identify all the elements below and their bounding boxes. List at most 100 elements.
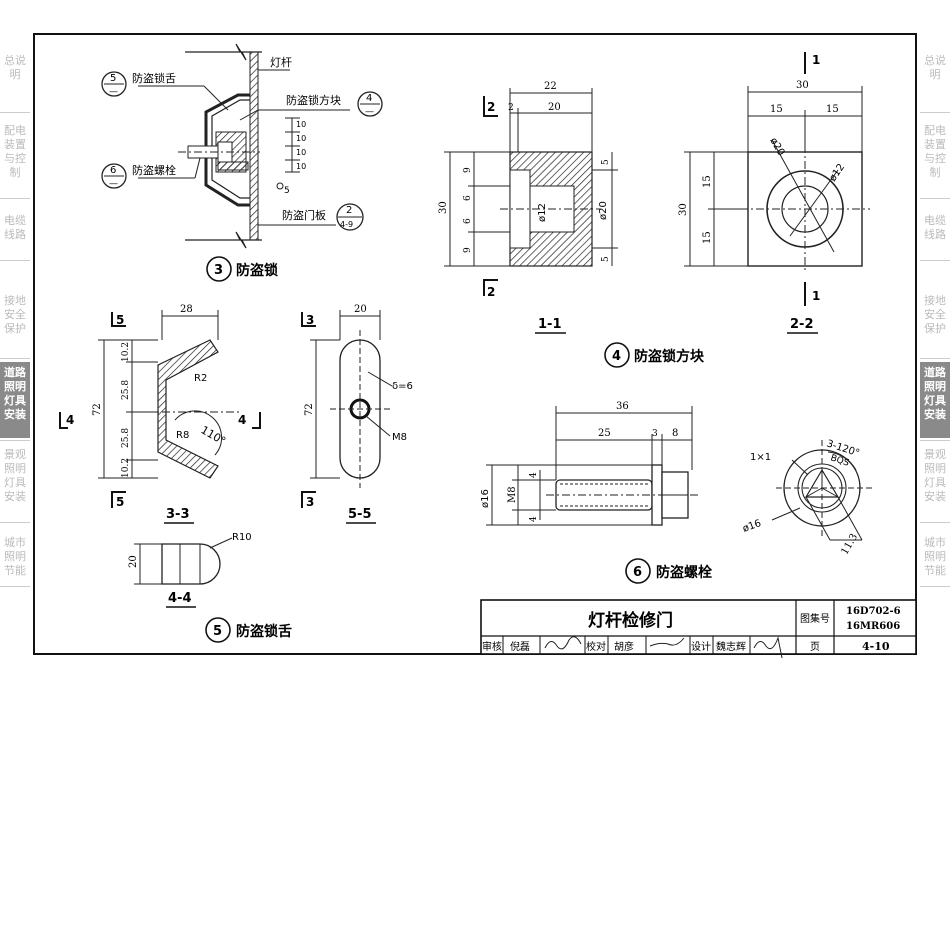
- detail-5-section-5-5: δ=6 M8 20 72 3 3 5-5: [301, 304, 413, 524]
- sidebar-tab-divider: [920, 198, 950, 199]
- svg-text:—: —: [109, 179, 118, 189]
- d5-thread: M8: [392, 432, 407, 443]
- sidebar-tab-divider: [0, 112, 30, 113]
- detail-5-section-4-4: R10 20 4-4 5 防盗锁舌: [128, 532, 292, 643]
- detail-4-section-2-2: ø20 ø12 30 15 15 30 15 15 1 1 2-2: [604, 52, 870, 368]
- sidebar-tab-divider: [920, 440, 950, 441]
- d4a-hole-12: ø12: [537, 203, 548, 222]
- sidebar-tab-left-0[interactable]: 总说明: [4, 54, 26, 81]
- sidebar-tab-right-4[interactable]: 道路照明灯具安装: [920, 362, 950, 438]
- svg-text:4: 4: [529, 472, 539, 478]
- svg-text:25.8: 25.8: [121, 380, 131, 400]
- sidebar-tab-right-6[interactable]: 城市照明节能: [924, 536, 946, 577]
- svg-text:6: 6: [463, 195, 473, 201]
- design-label: 设计: [691, 640, 711, 653]
- svg-text:25.8: 25.8: [121, 428, 131, 448]
- sidebar-tab-right-1[interactable]: 配电装置与控制: [924, 124, 946, 179]
- d4a-dim-20: 20: [548, 102, 561, 113]
- svg-text:4: 4: [238, 413, 246, 427]
- label-door: 防盗门板: [282, 208, 326, 222]
- svg-text:10.2: 10.2: [121, 342, 131, 362]
- svg-text:15: 15: [702, 175, 713, 188]
- page-label: 页: [810, 641, 820, 653]
- svg-text:5: 5: [116, 495, 124, 509]
- check-label: 校对: [586, 640, 606, 653]
- sidebar-tab-left-6[interactable]: 城市照明节能: [4, 536, 26, 577]
- sheet-border: [33, 33, 917, 655]
- drawing-title: 灯杆检修门: [588, 610, 673, 631]
- sidebar-tab-divider: [0, 440, 30, 441]
- label-2-2: 2-2: [790, 317, 814, 332]
- label-4-4: 4-4: [168, 591, 192, 606]
- ref-door-top: 2: [346, 205, 352, 216]
- d4a-dim-22: 22: [544, 81, 557, 92]
- page-number: 4-10: [862, 640, 890, 653]
- set-label: 图集号: [800, 612, 830, 625]
- svg-text:M8: M8: [507, 486, 518, 503]
- svg-text:1: 1: [812, 53, 820, 67]
- pole-wall: [249, 51, 259, 241]
- svg-text:5: 5: [601, 159, 611, 165]
- svg-text:72: 72: [304, 403, 315, 416]
- sidebar-tab-right-3[interactable]: 接地安全保护: [924, 294, 946, 335]
- svg-text:1: 1: [812, 289, 820, 303]
- sidebar-tab-divider: [0, 586, 30, 587]
- ref-door-bottom: 4-9: [340, 220, 353, 229]
- set-number-2: 16MR606: [846, 621, 900, 632]
- d5-r8: R8: [176, 430, 189, 441]
- d6-dim-25: 25: [598, 428, 611, 439]
- label-bolt: 防盗螺栓: [132, 163, 176, 177]
- svg-text:5: 5: [116, 313, 124, 327]
- ref-tongue: 5: [110, 73, 116, 84]
- sidebar-tab-left-4[interactable]: 道路照明灯具安装: [0, 362, 30, 438]
- sidebar-tab-divider: [0, 358, 30, 359]
- svg-text:20: 20: [128, 555, 139, 568]
- d5-thickness: δ=6: [392, 381, 413, 392]
- sidebar-tab-divider: [920, 586, 950, 587]
- svg-text:—: —: [109, 87, 118, 97]
- sidebar-tab-right-0[interactable]: 总说明: [924, 54, 946, 81]
- d4a-hole-20: ø20: [598, 201, 609, 220]
- sidebar-tab-right-5[interactable]: 景观照明灯具安装: [924, 448, 946, 503]
- sidebar-tab-left-1[interactable]: 配电装置与控制: [4, 124, 26, 179]
- d3-dim-1: 10: [296, 120, 306, 129]
- sidebar-tab-left-3[interactable]: 接地安全保护: [4, 294, 26, 335]
- checker-name: 胡彦: [614, 640, 634, 653]
- sidebar-tab-left-2[interactable]: 电缆线路: [4, 214, 26, 241]
- svg-text:3: 3: [306, 313, 314, 327]
- label-pole: 灯杆: [270, 55, 292, 69]
- detail-6-bolt: 36 25 3 8 ø16 M8 4 4: [480, 401, 874, 584]
- d4b-dim-30: 30: [796, 80, 809, 91]
- d3-dim-3: 10: [296, 148, 306, 157]
- svg-text:15: 15: [702, 231, 713, 244]
- svg-text:15: 15: [770, 104, 783, 115]
- set-number: 16D702-6: [846, 606, 901, 617]
- svg-text:9: 9: [463, 247, 473, 253]
- detail-5-section-3-3: 110° R2 R8 28 72 10.2 25.8 25.8 10.2 5: [59, 304, 261, 524]
- d6-dim-3: 3: [652, 429, 658, 439]
- d3-num: 3: [214, 263, 223, 278]
- title-block: 灯杆检修门 图集号 16D702-6 16MR606 页 4-10 审核 倪磊 …: [480, 599, 917, 659]
- detail-4-section-1-1: 22 20 2 30 9 6 6 9 5 5 ø20 ø12 2: [438, 81, 618, 334]
- sidebar-tab-divider: [0, 260, 30, 261]
- review-label: 审核: [482, 640, 502, 653]
- d5-title: 防盗锁舌: [236, 623, 292, 640]
- svg-text:4: 4: [529, 516, 539, 522]
- svg-text:3: 3: [306, 495, 314, 509]
- d4-title: 防盗锁方块: [634, 348, 705, 365]
- d3-title: 防盗锁: [236, 262, 278, 279]
- svg-text:72: 72: [92, 403, 103, 416]
- sidebar-tab-left-5[interactable]: 景观照明灯具安装: [4, 448, 26, 503]
- svg-text:15: 15: [826, 104, 839, 115]
- d4-num: 4: [612, 349, 621, 364]
- sidebar-tab-right-2[interactable]: 电缆线路: [924, 214, 946, 241]
- svg-text:ø16: ø16: [480, 489, 491, 508]
- svg-text:9: 9: [463, 167, 473, 173]
- sidebar-tab-divider: [920, 260, 950, 261]
- ref-bolt: 6: [110, 165, 116, 176]
- d5-r10: R10: [232, 532, 252, 543]
- svg-text:—: —: [365, 107, 374, 117]
- d6-title: 防盗螺栓: [656, 564, 712, 581]
